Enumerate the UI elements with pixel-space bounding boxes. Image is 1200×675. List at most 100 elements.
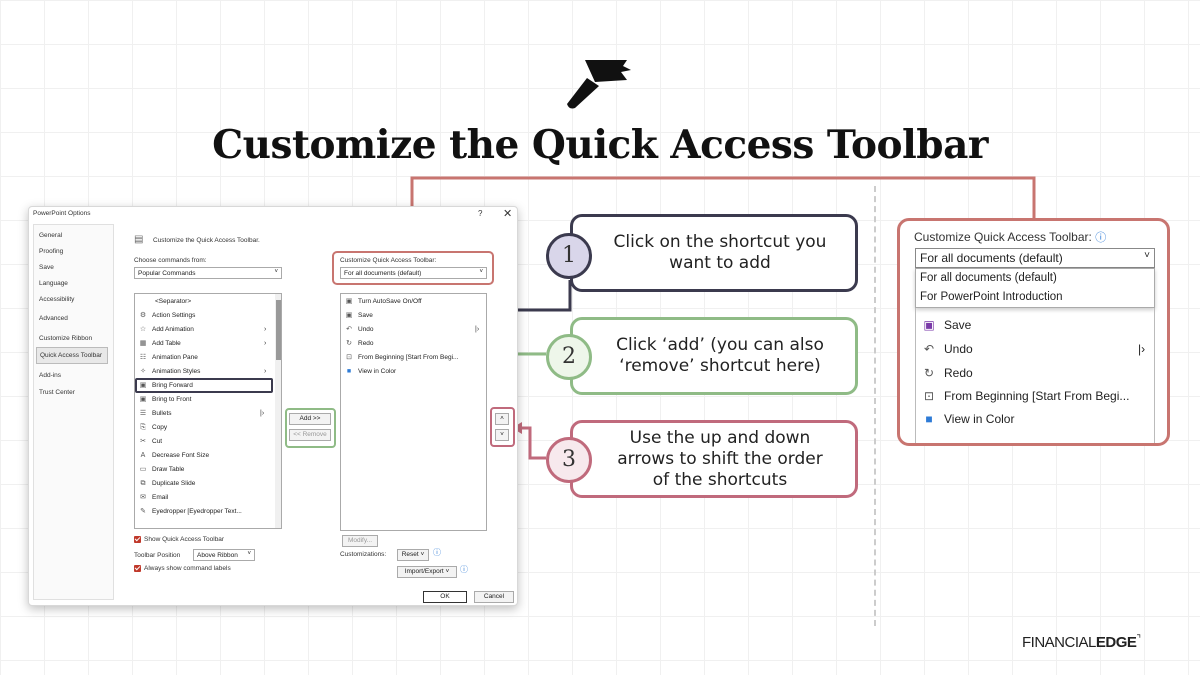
remove-button[interactable]: << Remove bbox=[289, 429, 331, 441]
choose-commands-label: Choose commands from: bbox=[134, 257, 207, 264]
choose-commands-select[interactable]: Popular Commands ˅ bbox=[134, 267, 282, 279]
list-item[interactable]: ■View in Color bbox=[920, 412, 1014, 426]
list-item[interactable]: ▦Add Table› bbox=[138, 338, 276, 350]
toolbar-items-list[interactable]: ▣Turn AutoSave On/Off ▣Save ↶Undo|› ↻Red… bbox=[340, 293, 487, 531]
logo-mark-icon: ⌝ bbox=[1136, 634, 1141, 645]
submenu-arrow-icon: |› bbox=[475, 326, 480, 333]
list-item[interactable]: ⧉Duplicate Slide bbox=[138, 478, 196, 490]
bullets-icon: ☰ bbox=[139, 410, 147, 417]
list-item[interactable]: ✂Cut bbox=[138, 436, 162, 448]
ok-button[interactable]: OK bbox=[423, 591, 467, 603]
options-nav: General Proofing Save Language Accessibi… bbox=[33, 224, 114, 600]
scissors-icon: ✂ bbox=[140, 438, 146, 445]
dashed-divider bbox=[874, 186, 876, 626]
list-item[interactable]: ▣Save bbox=[344, 310, 373, 322]
list-item[interactable]: ⚙Action Settings bbox=[138, 310, 196, 322]
view-in-color-icon: ■ bbox=[925, 412, 933, 426]
chevron-down-icon: ˅ bbox=[1144, 250, 1150, 261]
help-button[interactable]: ? bbox=[478, 209, 483, 218]
nav-general[interactable]: General bbox=[39, 232, 63, 239]
list-item[interactable]: ▭Draw Table bbox=[138, 464, 185, 476]
list-item[interactable]: ⎘Copy bbox=[138, 422, 167, 434]
move-down-button[interactable]: ˅ bbox=[495, 429, 509, 441]
list-item[interactable]: ↻Redo bbox=[344, 338, 373, 350]
choose-commands-value: Popular Commands bbox=[138, 270, 196, 277]
list-item[interactable]: ✉Email bbox=[138, 492, 168, 504]
page-title: Customize the Quick Access Toolbar bbox=[212, 122, 988, 168]
show-qat-option[interactable]: Show Quick Access Toolbar bbox=[134, 536, 224, 543]
submenu-arrow-icon: |› bbox=[1138, 342, 1146, 356]
list-item[interactable]: ▣Bring to Front bbox=[138, 394, 192, 406]
move-up-button[interactable]: ˄ bbox=[495, 413, 509, 425]
close-button[interactable]: ✕ bbox=[503, 208, 513, 220]
checkbox-checked-icon[interactable] bbox=[134, 565, 141, 572]
scrollbar-thumb[interactable] bbox=[276, 300, 281, 360]
financial-edge-logo: FINANCIALEDGE⌝ bbox=[1022, 634, 1141, 651]
zoom-dropdown-options: For all documents (default) For PowerPoi… bbox=[915, 268, 1155, 308]
list-item-bring-forward[interactable]: ▣Bring Forward bbox=[138, 380, 193, 392]
zoom-toolbar-list[interactable]: ▣Save ↶Undo|› ↻Redo ⊡From Beginning [Sta… bbox=[915, 308, 1155, 443]
list-item[interactable]: ⊡From Beginning [Start From Begi... bbox=[920, 389, 1129, 403]
checkbox-checked-icon[interactable] bbox=[134, 536, 141, 543]
nav-trust-center[interactable]: Trust Center bbox=[39, 389, 75, 396]
nav-proofing[interactable]: Proofing bbox=[39, 248, 64, 255]
chevron-down-icon: ˅ bbox=[274, 269, 278, 275]
commands-scrollbar[interactable] bbox=[275, 294, 281, 528]
nav-save[interactable]: Save bbox=[39, 264, 54, 271]
customize-qat-value: For all documents (default) bbox=[344, 270, 422, 277]
dropdown-option-all-documents[interactable]: For all documents (default) bbox=[920, 272, 1057, 284]
customize-qat-select[interactable]: For all documents (default) ˅ bbox=[340, 267, 487, 279]
nav-quick-access-toolbar[interactable]: Quick Access Toolbar bbox=[36, 347, 108, 364]
chevron-down-icon: ˅ bbox=[479, 269, 483, 275]
import-export-button[interactable]: Import/Export ˅ bbox=[397, 566, 457, 578]
paintbrush-icon bbox=[567, 60, 631, 109]
always-show-labels-option[interactable]: Always show command labels bbox=[134, 565, 231, 572]
reset-button[interactable]: Reset ˅ bbox=[397, 549, 429, 561]
slideshow-icon: ⊡ bbox=[346, 354, 352, 361]
list-item[interactable]: ☰Bullets|› bbox=[138, 408, 276, 420]
nav-add-ins[interactable]: Add-ins bbox=[39, 372, 62, 379]
nav-advanced[interactable]: Advanced bbox=[39, 315, 68, 322]
duplicate-slide-icon: ⧉ bbox=[140, 480, 146, 487]
star-icon: ☆ bbox=[139, 326, 147, 333]
nav-language[interactable]: Language bbox=[39, 280, 68, 287]
commands-list[interactable]: <Separator> ⚙Action Settings ☆Add Animat… bbox=[134, 293, 282, 529]
nav-customize-ribbon[interactable]: Customize Ribbon bbox=[39, 335, 93, 342]
list-item[interactable]: ☷Animation Pane bbox=[138, 352, 198, 364]
modify-button[interactable]: Modify... bbox=[342, 535, 378, 547]
autosave-icon: ▣ bbox=[345, 298, 353, 305]
submenu-arrow-icon: › bbox=[264, 340, 267, 347]
email-icon: ✉ bbox=[140, 494, 146, 501]
toolbar-position-select[interactable]: Above Ribbon ˅ bbox=[193, 549, 255, 561]
list-item[interactable]: ⊡From Beginning [Start From Begi... bbox=[344, 352, 458, 364]
list-item[interactable]: ↶Undo|› bbox=[920, 342, 1152, 356]
list-item[interactable]: ▣Save bbox=[920, 318, 971, 332]
qat-heading-icon: ▤ bbox=[134, 234, 144, 245]
bring-forward-highlight bbox=[135, 378, 273, 393]
bring-forward-icon: ▣ bbox=[139, 382, 147, 389]
list-item[interactable]: ▣Turn AutoSave On/Off bbox=[344, 296, 422, 308]
zoom-customize-select[interactable]: For all documents (default) ˅ bbox=[915, 248, 1155, 268]
list-item[interactable]: ✎Eyedropper [Eyedropper Text... bbox=[138, 506, 242, 518]
save-icon: ▣ bbox=[345, 312, 353, 319]
toolbar-position-label: Toolbar Position bbox=[134, 552, 181, 559]
list-item[interactable]: ☆Add Animation› bbox=[138, 324, 276, 336]
callout-3: Use the up and down arrows to shift the … bbox=[570, 420, 858, 498]
dropdown-option-powerpoint-introduction[interactable]: For PowerPoint Introduction bbox=[920, 291, 1063, 303]
zoom-label: Customize Quick Access Toolbar: ⓘ bbox=[914, 230, 1107, 244]
list-item[interactable]: ↻Redo bbox=[920, 366, 973, 380]
chevron-down-icon: ˅ bbox=[247, 551, 251, 557]
list-item[interactable]: ■View in Color bbox=[344, 366, 396, 378]
decrease-font-icon: A bbox=[140, 452, 146, 459]
list-item[interactable]: ↶Undo|› bbox=[344, 324, 486, 336]
cancel-button[interactable]: Cancel bbox=[474, 591, 514, 603]
animation-pane-icon: ☷ bbox=[139, 354, 147, 361]
view-in-color-icon: ■ bbox=[346, 368, 352, 375]
nav-accessibility[interactable]: Accessibility bbox=[39, 296, 75, 303]
list-item[interactable]: <Separator> bbox=[155, 298, 192, 305]
callout-2: Click ‘add’ (you can also ‘remove’ short… bbox=[570, 317, 858, 395]
zoomed-qat-panel: Customize Quick Access Toolbar: ⓘ For al… bbox=[897, 218, 1170, 446]
list-item[interactable]: ✧Animation Styles› bbox=[138, 366, 276, 378]
add-button[interactable]: Add >> bbox=[289, 413, 331, 425]
